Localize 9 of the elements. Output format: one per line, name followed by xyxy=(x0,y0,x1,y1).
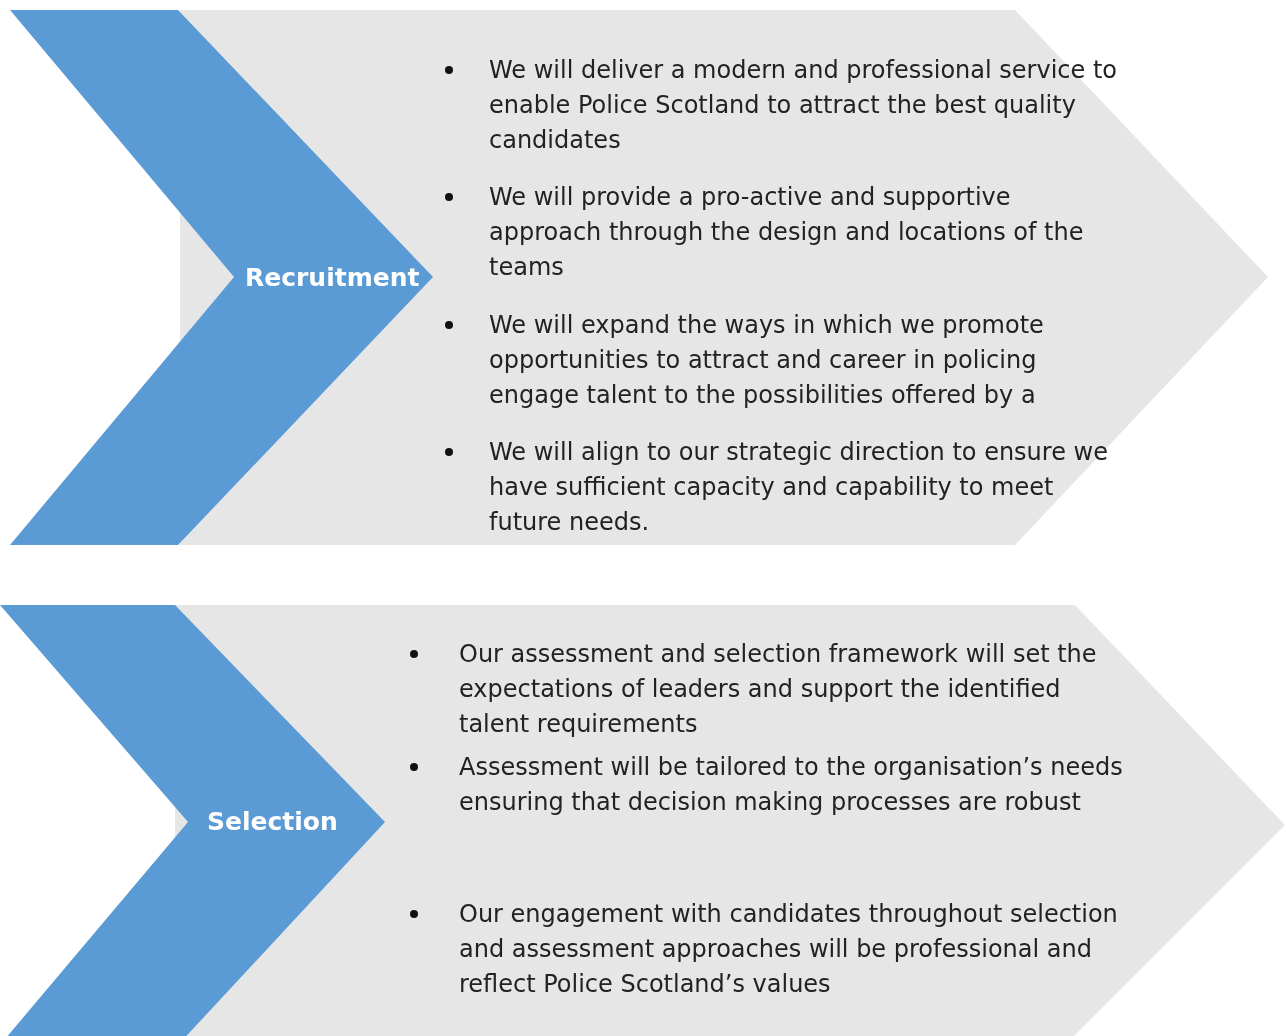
bullet-text: Our assessment and selection framework will set the expectations of leaders and support the identified talent requirements xyxy=(459,639,1098,740)
bullet-text: We will provide a pro-active and supportive approach through the design and locations of the teams xyxy=(489,182,1085,283)
bullet-text: We will align to our strategic direction to ensure we have sufficient capacity and capability to meet future needs. xyxy=(489,437,1109,538)
bullet-text: Our engagement with candidates throughout selection and assessment approaches will be professional and reflect Police Scotland’s values xyxy=(459,899,1119,1000)
bullet-text: Assessment will be tailored to the organisation’s needs ensuring that decision making processes are robust xyxy=(459,752,1124,818)
stage-label: Recruitment xyxy=(245,263,420,292)
bullet-text: We will expand the ways in which we promote opportunities to attract and career in policing engage talent to the possibilities offered by a xyxy=(489,310,1045,411)
stage-label: Selection xyxy=(207,807,338,836)
bullet-text: We will deliver a modern and professional service to enable Police Scotland to attract the best quality candidates xyxy=(489,55,1118,156)
